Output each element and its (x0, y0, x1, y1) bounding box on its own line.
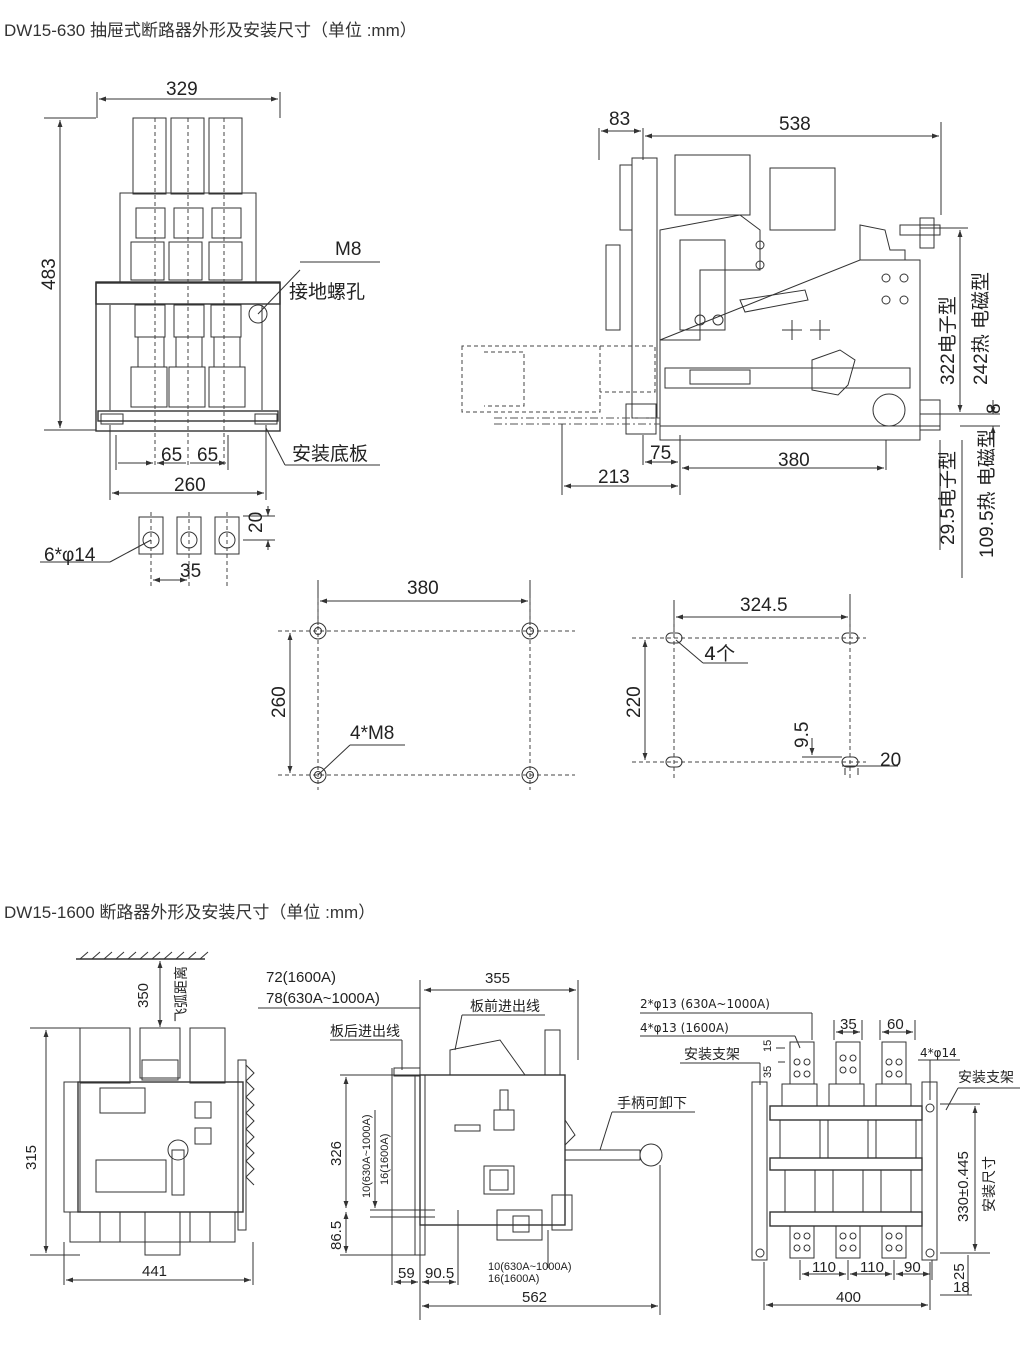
dim-109-5: 109.5热 电磁型 (976, 429, 998, 558)
front-view-630 (40, 92, 380, 586)
dim-324-5: 324.5 (740, 595, 788, 616)
label-mount-size: 安装尺寸 (982, 1156, 998, 1212)
dim-15-rear: 15 (762, 1040, 774, 1052)
dim-329: 329 (166, 79, 198, 100)
dim-35-vertical: 35 (762, 1066, 774, 1078)
dim-483: 483 (39, 258, 60, 290)
dim-25-rear: 25 (951, 1263, 968, 1280)
dim-10-bottom: 10(630A~1000A) (488, 1261, 571, 1273)
rear-view-1600 (640, 1012, 1020, 1310)
dim-35-rear: 35 (840, 1016, 857, 1033)
dim-355: 355 (485, 970, 510, 987)
dim-78-630a: 78(630A~1000A) (266, 990, 380, 1007)
dim-90-rear: 90 (904, 1259, 921, 1276)
side-view-630 (461, 122, 1000, 578)
dim-72-1600a: 72(1600A) (266, 969, 336, 986)
dim-326: 326 (328, 1141, 345, 1166)
dim-20-mount: 20 (880, 750, 901, 771)
mount-plan-right (632, 594, 898, 778)
dim-330: 330±0.445 (955, 1151, 972, 1222)
label-4-m8: 4*M8 (350, 723, 394, 744)
dim-110-a: 110 (812, 1259, 836, 1276)
dim-322-electronic: 322电子型 (937, 296, 959, 385)
dim-315: 315 (23, 1145, 40, 1170)
dim-242-thermal: 242热 电磁型 (970, 272, 992, 385)
label-rear-wiring: 板后进出线 (330, 1024, 400, 1040)
label-6-phi14: 6*φ14 (44, 545, 96, 566)
dim-75: 75 (650, 443, 671, 464)
dim-16-vertical: 16(1600A) (379, 1134, 391, 1185)
label-4-phi14: 4*φ14 (920, 1046, 957, 1060)
dim-86-5: 86.5 (328, 1221, 345, 1250)
label-bracket-left: 安装支架 (684, 1047, 740, 1063)
dim-380-mount: 380 (407, 578, 439, 599)
dim-16-bottom: 16(1600A) (488, 1273, 539, 1285)
dim-83: 83 (609, 109, 630, 130)
dim-18-rear: 18 (953, 1279, 970, 1296)
dim-380-side: 380 (778, 450, 810, 471)
label-bracket-right: 安装支架 (958, 1070, 1014, 1086)
dim-60-rear: 60 (887, 1016, 904, 1033)
dim-110-b: 110 (860, 1259, 884, 1276)
front-view-1600 (30, 951, 255, 1285)
dim-538: 538 (779, 114, 811, 135)
mount-plan-left (278, 580, 575, 790)
label-arc-distance: 飞弧距离 (173, 966, 190, 1022)
label-4-phi13: 4*φ13 (1600A) (640, 1021, 729, 1035)
side-view-1600 (258, 980, 695, 1320)
title-dw15-630: DW15-630 抽屉式断路器外形及安装尺寸（单位 :mm） (4, 21, 417, 40)
dim-9-5: 9.5 (792, 722, 813, 748)
dim-350: 350 (135, 983, 152, 1008)
label-base-plate: 安装底板 (292, 443, 368, 465)
dim-20: 20 (246, 512, 267, 533)
dim-65-b: 65 (197, 445, 218, 466)
dim-260-mount: 260 (269, 686, 290, 718)
label-ground-hole: 接地螺孔 (289, 281, 365, 303)
dim-90-5: 90.5 (425, 1265, 454, 1282)
dim-29-5: 29.5电子型 (937, 451, 959, 545)
dim-8: 8 (984, 403, 1005, 414)
dim-59: 59 (398, 1265, 415, 1282)
dim-35: 35 (180, 561, 201, 582)
label-2-phi13: 2*φ13 (630A~1000A) (640, 997, 770, 1011)
dim-10-vertical: 10(630A~1000A) (361, 1115, 373, 1198)
dim-213: 213 (598, 467, 630, 488)
dim-562: 562 (522, 1289, 547, 1306)
label-4-holes: 4个 (704, 643, 735, 665)
label-front-wiring: 板前进出线 (470, 998, 540, 1015)
label-handle-removable: 手柄可卸下 (617, 1096, 687, 1112)
dim-65-a: 65 (161, 445, 182, 466)
dim-400: 400 (836, 1289, 861, 1306)
dim-260: 260 (174, 475, 206, 496)
title-dw15-1600: DW15-1600 断路器外形及安装尺寸（单位 :mm） (4, 903, 376, 922)
label-m8: M8 (335, 239, 361, 260)
dim-220: 220 (624, 686, 645, 718)
dim-441: 441 (142, 1263, 167, 1280)
